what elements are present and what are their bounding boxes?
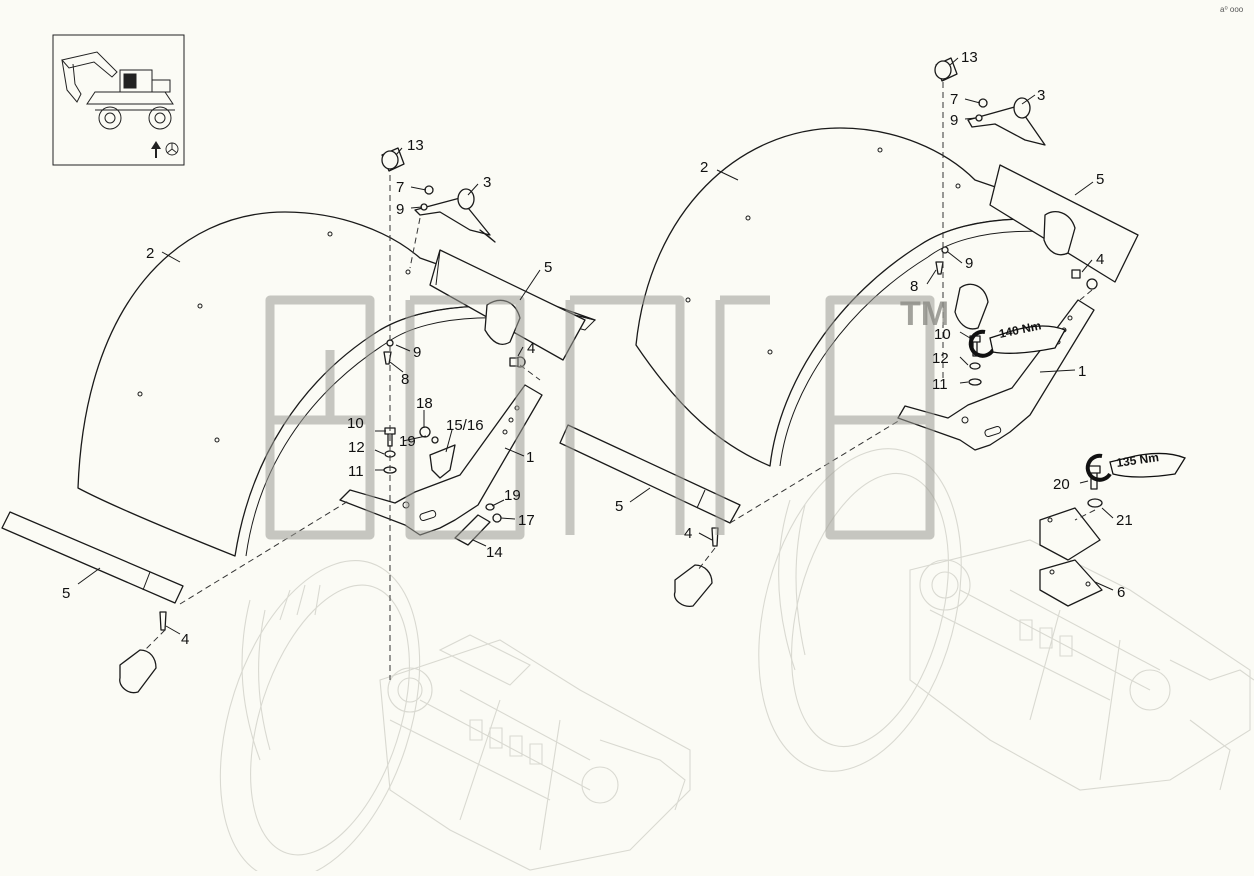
callout-R11: 11 <box>932 376 948 393</box>
callout-R7: 7 <box>950 91 958 108</box>
callout-R5b: 5 <box>615 498 623 515</box>
callout-R6: 6 <box>1117 584 1125 601</box>
callout-R20: 20 <box>1053 476 1070 493</box>
watermark-trademark: TM <box>900 295 949 333</box>
excavator-thumbnail <box>52 34 185 166</box>
callout-R8: 8 <box>910 278 918 295</box>
torque-right: 135 Nm <box>1085 450 1186 482</box>
callout-R1: 1 <box>1078 363 1086 380</box>
callout-L17: 17 <box>518 512 535 529</box>
wrench-icon <box>968 325 1066 358</box>
callout-L2: 2 <box>146 245 154 262</box>
callout-R10: 10 <box>934 326 951 343</box>
left-lower-tube <box>1 511 184 604</box>
callout-L5b: 5 <box>62 585 70 602</box>
callout-L10: 10 <box>347 415 364 432</box>
callout-R3: 3 <box>1037 87 1045 104</box>
callout-R9a: 9 <box>950 112 958 129</box>
callout-L14: 14 <box>486 544 503 561</box>
callout-R13: 13 <box>961 49 978 66</box>
callout-L7: 7 <box>396 179 404 196</box>
torque-value-135: 135 Nm <box>1115 450 1159 470</box>
callout-L19a: 19 <box>399 433 416 450</box>
excavator-thumbnail-icon <box>61 51 175 130</box>
corner-mark: a⁰ ooo <box>1220 5 1244 14</box>
callout-L3: 3 <box>483 174 491 191</box>
callout-R2: 2 <box>700 159 708 176</box>
callout-R5a: 5 <box>1096 171 1104 188</box>
right-lower-tube <box>559 424 741 524</box>
callout-L4a: 4 <box>527 340 535 357</box>
callout-L1516: 15/16 <box>446 417 484 434</box>
callout-L13: 13 <box>407 137 424 154</box>
callout-L5a: 5 <box>544 259 552 276</box>
callout-L18: 18 <box>416 395 433 412</box>
mercedes-star-icon <box>165 142 179 156</box>
callout-labels: 13 7 3 9 2 5 9 8 4 18 10 15/16 19 1 12 1… <box>62 49 1133 648</box>
callout-R9b: 9 <box>965 255 973 272</box>
callout-L19b: 19 <box>504 487 521 504</box>
callout-R12: 12 <box>932 350 949 367</box>
torque-left: 140 Nm <box>968 318 1066 358</box>
right-bracket <box>897 299 1095 451</box>
callout-L9b: 9 <box>413 344 421 361</box>
right-fender-assembly <box>559 57 1139 607</box>
callout-R4b: 4 <box>684 525 692 542</box>
callout-R21: 21 <box>1116 512 1133 529</box>
left-axle-ghost <box>219 560 691 876</box>
callout-L1: 1 <box>526 449 534 466</box>
watermark-logo: TM <box>265 295 949 540</box>
callout-L12: 12 <box>348 439 365 456</box>
callout-L4b: 4 <box>181 631 189 648</box>
direction-arrow-icon <box>151 141 161 158</box>
callout-L8: 8 <box>401 371 409 388</box>
callout-R4a: 4 <box>1096 251 1104 268</box>
right-axle-ghost <box>758 448 1254 791</box>
callout-L11: 11 <box>348 463 364 480</box>
callout-leaders <box>77 57 1114 635</box>
wrench-icon <box>1085 452 1186 482</box>
callout-L9a: 9 <box>396 201 404 218</box>
